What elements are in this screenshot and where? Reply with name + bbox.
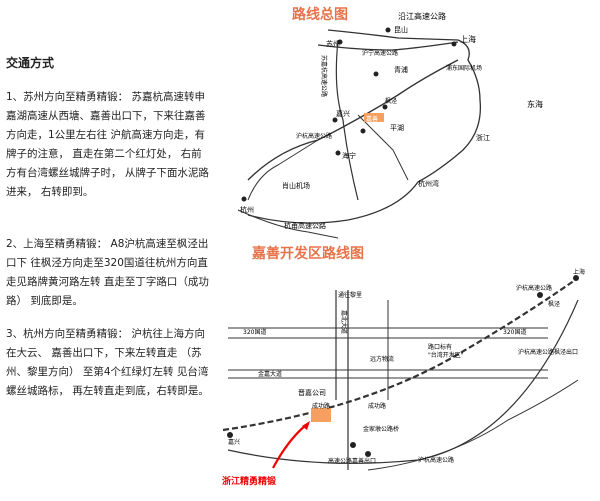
- svg-text:沪杭高速公路: 沪杭高速公路: [516, 284, 552, 292]
- svg-text:东海: 东海: [527, 99, 543, 109]
- svg-text:浦东国际机场: 浦东国际机场: [446, 64, 482, 72]
- district-map-title: 嘉善开发区路线图: [251, 245, 364, 262]
- svg-text:昆山: 昆山: [394, 25, 408, 34]
- route-suzhou-text: 1、苏州方向至精勇精锻： 苏嘉杭高速转申嘉湖高速从西塘、嘉善出口下，下来往嘉善方…: [6, 91, 209, 198]
- svg-text:嘉北大道: 嘉北大道: [340, 310, 348, 334]
- route-maps: 路线总图 沿江高速公路 昆山 苏州 沪宁高速公路 上海 青浦 浦东国际机场 苏嘉…: [222, 6, 585, 487]
- svg-text:上海: 上海: [460, 34, 476, 44]
- svg-text:杭州: 杭州: [240, 205, 254, 214]
- svg-text:枫泾: 枫泾: [548, 300, 560, 308]
- huning-expressway: [317, 41, 459, 51]
- svg-text:高速公路嘉善出口: 高速公路嘉善出口: [328, 457, 376, 465]
- district-map: 嘉善开发区路线图 通往黎里 上海 沪杭高速公路 枫泾 320国道 320国道 路…: [222, 245, 585, 487]
- svg-text:金家墩公路桥: 金家墩公路桥: [363, 425, 399, 433]
- hangyong-expressway: [237, 209, 339, 239]
- svg-text:肖山机场: 肖山机场: [282, 181, 310, 190]
- svg-text:嘉兴: 嘉兴: [228, 438, 240, 446]
- pinghu-road: [357, 114, 409, 181]
- svg-text:沪杭高速公路枫泾出口: 沪杭高速公路枫泾出口: [518, 348, 578, 356]
- svg-text:嘉兴: 嘉兴: [336, 109, 350, 118]
- svg-text:成功路: 成功路: [368, 402, 386, 410]
- svg-text:杭州湾: 杭州湾: [418, 179, 439, 188]
- coastline: [247, 29, 482, 224]
- svg-text:苏嘉杭高速公路: 苏嘉杭高速公路: [320, 55, 328, 97]
- route-shanghai-text: 2、上海至精勇精锻： A8沪杭高速至枫泾出口下 往枫泾方向走至320国道往杭州方…: [6, 238, 209, 307]
- svg-text:海宁: 海宁: [342, 151, 356, 160]
- svg-text:通往黎里: 通往黎里: [338, 291, 362, 299]
- svg-text:320国道: 320国道: [503, 328, 526, 336]
- svg-text:320国道: 320国道: [243, 328, 266, 336]
- overview-map: 路线总图 沿江高速公路 昆山 苏州 沪宁高速公路 上海 青浦 浦东国际机场 苏嘉…: [237, 6, 543, 239]
- svg-text:沪宁高速公路: 沪宁高速公路: [362, 49, 398, 57]
- svg-text:沿江高速公路: 沿江高速公路: [398, 11, 446, 21]
- svg-text:沪杭高速公路: 沪杭高速公路: [418, 456, 454, 464]
- svg-text:金嘉大道: 金嘉大道: [258, 370, 282, 378]
- svg-text:成功路: 成功路: [312, 402, 330, 410]
- svg-text:晋嘉公司: 晋嘉公司: [298, 388, 326, 397]
- company-label: 浙江精勇精锻: [222, 475, 276, 487]
- hangzhou-road: [247, 139, 319, 201]
- svg-text:沪杭高速公路: 沪杭高速公路: [296, 132, 332, 140]
- suhang-expressway: [335, 39, 359, 201]
- svg-text:远方物流: 远方物流: [370, 355, 394, 363]
- svg-text:枫泾: 枫泾: [385, 97, 397, 105]
- svg-text:平湖: 平湖: [390, 123, 404, 132]
- destination-pointer: [272, 424, 307, 469]
- svg-text:浙江: 浙江: [476, 133, 490, 142]
- huhang-expressway: [247, 59, 459, 181]
- svg-text:"台湾开发区": "台湾开发区": [428, 351, 464, 359]
- overview-map-title: 路线总图: [292, 6, 348, 23]
- svg-text:杭甬高速公路: 杭甬高速公路: [284, 221, 326, 230]
- svg-text:青浦: 青浦: [394, 65, 408, 74]
- svg-text:上海: 上海: [573, 268, 585, 276]
- svg-text:嘉善: 嘉善: [366, 115, 378, 123]
- section-heading: 交通方式: [6, 56, 55, 70]
- svg-text:路口标有: 路口标有: [428, 343, 452, 351]
- jiashan-marker: [364, 113, 384, 122]
- destination-marker: [311, 408, 331, 422]
- route-hangzhou-text: 3、杭州方向至精勇精锻： 沪杭往上海方向在大云、 嘉善出口下，下来左转直走 （苏…: [6, 328, 209, 397]
- svg-text:苏州: 苏州: [326, 39, 340, 48]
